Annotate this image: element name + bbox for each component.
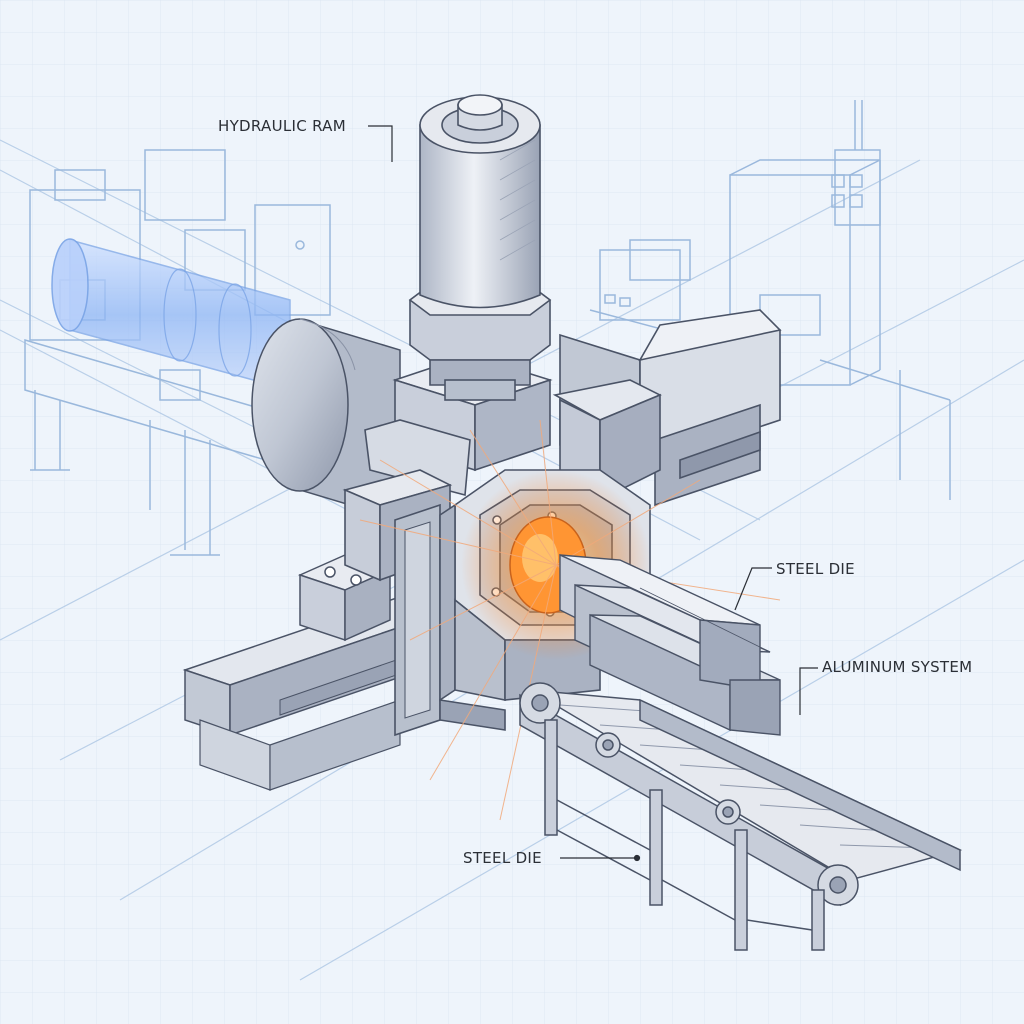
steel-die-label-upper: STEEL DIE [776,560,855,578]
conveyor [519,682,963,951]
aluminum-system-label: ALUMINUM SYSTEM [822,658,973,676]
hydraulic-ram [408,94,552,401]
hydraulic-ram-label: HYDRAULIC RAM [218,117,346,135]
steel-die-label-lower: STEEL DIE [463,849,542,867]
blue-feed-cylinder [51,238,291,391]
extruded-profiles [559,553,781,736]
leader-lines [368,125,818,862]
